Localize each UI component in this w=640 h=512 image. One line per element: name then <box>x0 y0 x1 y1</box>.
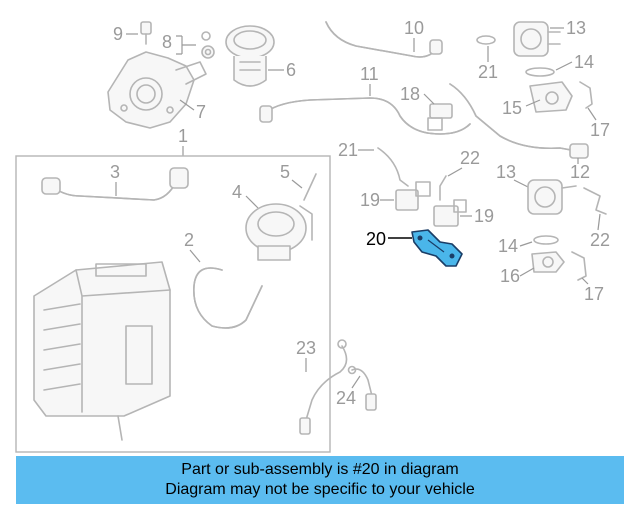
leader-8 <box>176 35 196 55</box>
parts-diagram: 9 8 7 6 <box>15 18 610 453</box>
hose-22-mid-part <box>439 175 447 201</box>
callout-11: 11 <box>360 64 379 84</box>
callout-21-top: 21 <box>478 62 498 82</box>
valve-13-low-part <box>527 179 577 215</box>
callout-19-right: 19 <box>474 206 494 226</box>
leader-16 <box>519 267 535 277</box>
hose-2-part <box>193 267 263 329</box>
callout-17-top: 17 <box>590 120 610 140</box>
pipe-11-part <box>259 97 471 135</box>
sensor-18-part <box>427 103 453 131</box>
leader-18 <box>423 93 435 105</box>
assembly-1-frame <box>15 155 331 453</box>
banner-line-2: Diagram may not be specific to your vehi… <box>165 481 475 498</box>
callout-14-low: 14 <box>498 236 518 256</box>
hose-17-top-part <box>579 81 593 109</box>
leader-15 <box>525 99 541 107</box>
callout-17-low: 17 <box>584 284 604 304</box>
callout-22-mid: 22 <box>460 148 480 168</box>
callout-1: 1 <box>178 126 188 146</box>
banner-line-1: Part or sub-assembly is #20 in diagram <box>181 461 459 478</box>
hose-3-part <box>41 167 189 201</box>
leader-4 <box>245 195 259 209</box>
flange-16-part <box>531 251 565 273</box>
leader-22-mid <box>447 167 463 177</box>
callout-14-top: 14 <box>574 52 594 72</box>
leader-2 <box>189 249 201 263</box>
callout-19-left: 19 <box>360 190 380 210</box>
hose-21-part <box>377 147 409 187</box>
valve-19-left-part <box>395 181 431 211</box>
grommet-part <box>201 31 211 41</box>
flange-15-part <box>529 81 573 113</box>
bracket-20-highlighted-part[interactable] <box>411 229 463 267</box>
gasket-14-top-part <box>525 67 555 77</box>
canister-part <box>33 261 171 441</box>
callout-8: 8 <box>162 32 172 52</box>
purge-valve-4-part <box>245 203 313 261</box>
callout-16: 16 <box>500 266 520 286</box>
leader-17-top <box>587 107 597 121</box>
callout-10: 10 <box>404 18 424 38</box>
callout-12: 12 <box>570 162 590 182</box>
callout-23: 23 <box>296 338 316 358</box>
info-banner: Part or sub-assembly is #20 in diagram D… <box>16 456 624 504</box>
valve-13-top-part <box>513 21 561 57</box>
valve-19-right-part <box>433 199 467 227</box>
oxygen-sensor-23-part <box>299 339 348 435</box>
leader-14-low <box>519 241 533 247</box>
leader-24 <box>351 375 361 389</box>
hose-22-right-part <box>583 187 607 215</box>
clamp-part <box>476 35 496 45</box>
hose-17-low-part <box>571 251 587 281</box>
callout-18: 18 <box>400 84 420 104</box>
hose-10-part <box>325 21 443 58</box>
callout-21-mid: 21 <box>338 140 358 160</box>
leader-7 <box>179 99 195 111</box>
callout-24: 24 <box>336 388 356 408</box>
bracket-part <box>107 51 207 129</box>
leader-17-low <box>581 277 589 285</box>
callout-13-low: 13 <box>496 162 516 182</box>
callout-5: 5 <box>280 162 290 182</box>
oxygen-sensor-24-part <box>347 365 377 411</box>
callout-22-right: 22 <box>590 230 610 250</box>
callout-13-top: 13 <box>566 18 586 38</box>
bolt-part <box>140 21 152 45</box>
callout-3: 3 <box>110 162 120 182</box>
gasket-14-low-part <box>533 235 559 245</box>
nut-part <box>201 45 215 59</box>
callout-7: 7 <box>196 102 206 122</box>
leader-5 <box>291 179 303 189</box>
callout-20[interactable]: 20 <box>366 229 386 249</box>
pipe-12-part <box>449 83 589 159</box>
leader-14-top <box>555 61 573 71</box>
valve-tube-5-part <box>303 173 317 201</box>
air-pump-part <box>225 25 275 87</box>
callout-6: 6 <box>286 60 296 80</box>
leader-22-right <box>597 213 601 231</box>
callout-15: 15 <box>502 98 522 118</box>
callout-2: 2 <box>184 230 194 250</box>
callout-9: 9 <box>113 24 123 44</box>
callout-4: 4 <box>232 182 242 202</box>
